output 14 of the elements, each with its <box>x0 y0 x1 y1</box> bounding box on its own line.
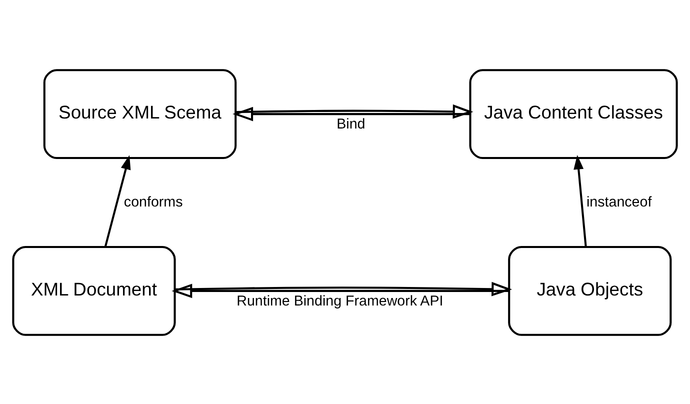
arrow <box>104 154 131 246</box>
arrow <box>172 283 509 298</box>
edge-label: instanceof <box>586 194 652 210</box>
node-box: Java Content Classes <box>469 68 678 159</box>
edge-label: Bind <box>336 116 366 132</box>
node-box: Java Objects <box>508 245 672 336</box>
arrow <box>232 106 470 121</box>
edge-label: Runtime Binding Framework API <box>236 292 444 309</box>
node-box: XML Document <box>12 245 176 336</box>
edge-label: conforms <box>124 194 183 210</box>
arrow <box>236 104 474 118</box>
arrow <box>174 281 512 296</box>
arrow <box>574 154 587 246</box>
node-box: Source XML Scema <box>43 68 237 159</box>
